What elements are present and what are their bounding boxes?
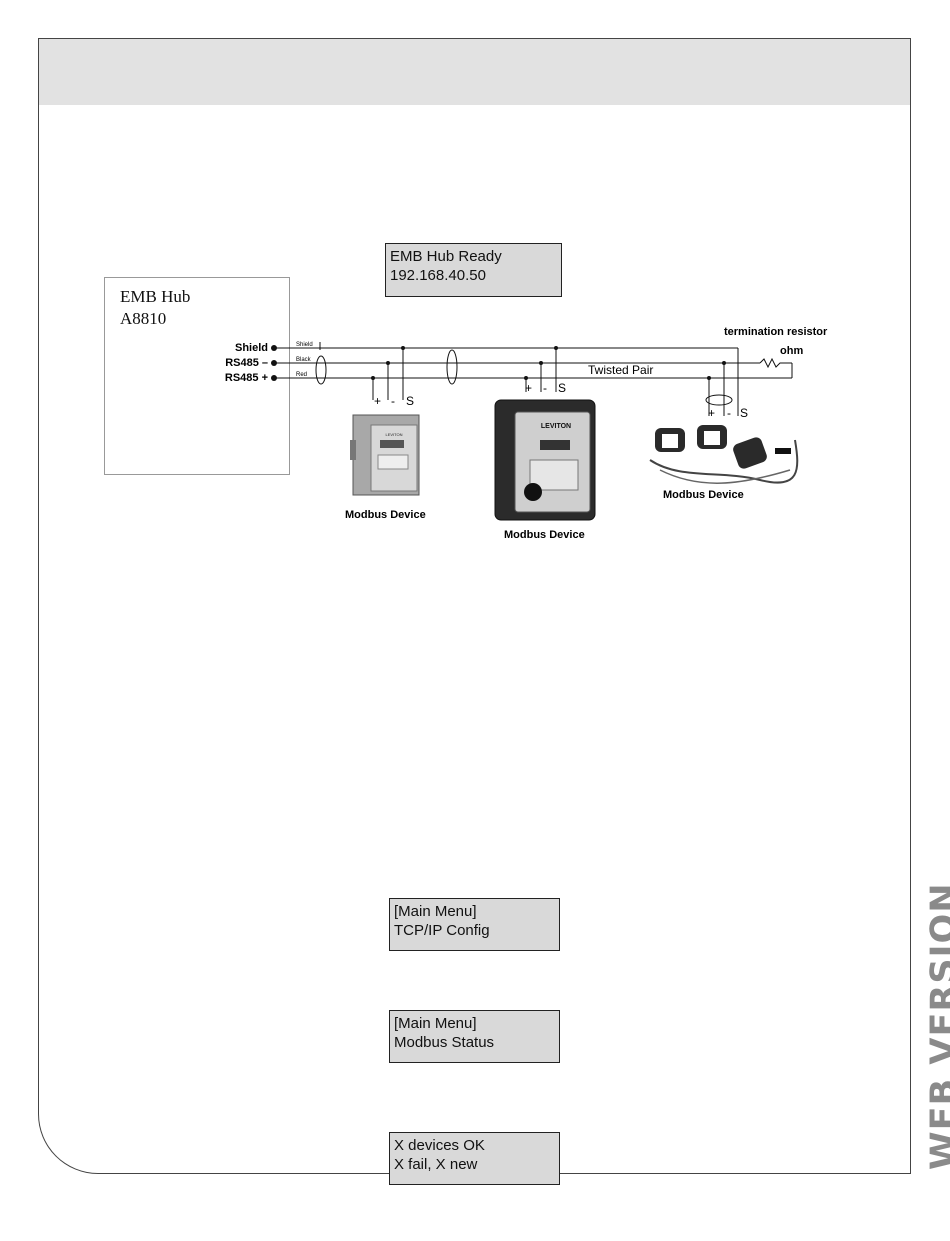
lcd-devices-line1: X devices OK bbox=[394, 1136, 555, 1155]
rs485-minus-terminal-label: RS485 – bbox=[225, 357, 268, 369]
twisted-pair-label: Twisted Pair bbox=[588, 363, 653, 377]
device1-plus-label: + bbox=[374, 394, 381, 408]
junction-dot bbox=[539, 361, 543, 365]
termination-resistor bbox=[760, 359, 792, 367]
device1-brand: LEVITON bbox=[385, 432, 402, 437]
web-version-watermark: WEB VERSION bbox=[924, 882, 950, 1170]
rs485-plus-terminal-label: RS485 + bbox=[225, 372, 268, 384]
termination-resistor-label: termination resistor bbox=[724, 326, 828, 338]
device3-s-label: S bbox=[740, 406, 748, 420]
modbus-device-1-image: LEVITON bbox=[350, 415, 419, 495]
wiring-diagram: Shield RS485 – RS485 + Shield Black Red bbox=[0, 0, 950, 600]
modbus-device-2-image: LEVITON bbox=[495, 400, 595, 520]
lcd-devices-line2: X fail, X new bbox=[394, 1155, 555, 1174]
ohm-label: ohm bbox=[780, 345, 803, 357]
device1-minus-label: - bbox=[391, 394, 395, 408]
lcd-modbus-display: [Main Menu] Modbus Status bbox=[389, 1010, 560, 1063]
junction-dot bbox=[707, 376, 711, 380]
lcd-devices-display: X devices OK X fail, X new bbox=[389, 1132, 560, 1185]
junction-dot bbox=[722, 361, 726, 365]
lcd-tcpip-line1: [Main Menu] bbox=[394, 902, 555, 921]
modbus-device-1-label: Modbus Device bbox=[345, 509, 426, 521]
wire-shield-label: Shield bbox=[296, 342, 313, 348]
device3-minus-label: - bbox=[727, 406, 731, 420]
device2-plus-label: + bbox=[525, 381, 532, 395]
twisted-pair-loop-2 bbox=[447, 350, 457, 384]
wire-black-label: Black bbox=[296, 357, 312, 363]
shield-terminal-label: Shield bbox=[235, 342, 268, 354]
wire-red-label: Red bbox=[296, 372, 307, 378]
modbus-device-3-image bbox=[650, 425, 797, 483]
junction-dot bbox=[554, 346, 558, 350]
device2-s-label: S bbox=[558, 381, 566, 395]
junction-dot bbox=[401, 346, 405, 350]
modbus-device-3-label: Modbus Device bbox=[663, 489, 744, 501]
lcd-tcpip-line2: TCP/IP Config bbox=[394, 921, 555, 940]
junction-dot bbox=[386, 361, 390, 365]
junction-dot bbox=[371, 376, 375, 380]
junction-dot bbox=[524, 376, 528, 380]
device2-minus-label: - bbox=[543, 381, 547, 395]
lcd-modbus-line1: [Main Menu] bbox=[394, 1014, 555, 1033]
twisted-pair-loop-1 bbox=[316, 356, 326, 384]
device1-s-label: S bbox=[406, 394, 414, 408]
device2-brand: LEVITON bbox=[541, 423, 571, 430]
lcd-tcpip-display: [Main Menu] TCP/IP Config bbox=[389, 898, 560, 951]
twisted-pair-loop-3 bbox=[706, 395, 732, 405]
device3-plus-label: + bbox=[708, 406, 715, 420]
lcd-modbus-line2: Modbus Status bbox=[394, 1033, 555, 1052]
modbus-device-2-label: Modbus Device bbox=[504, 529, 585, 541]
